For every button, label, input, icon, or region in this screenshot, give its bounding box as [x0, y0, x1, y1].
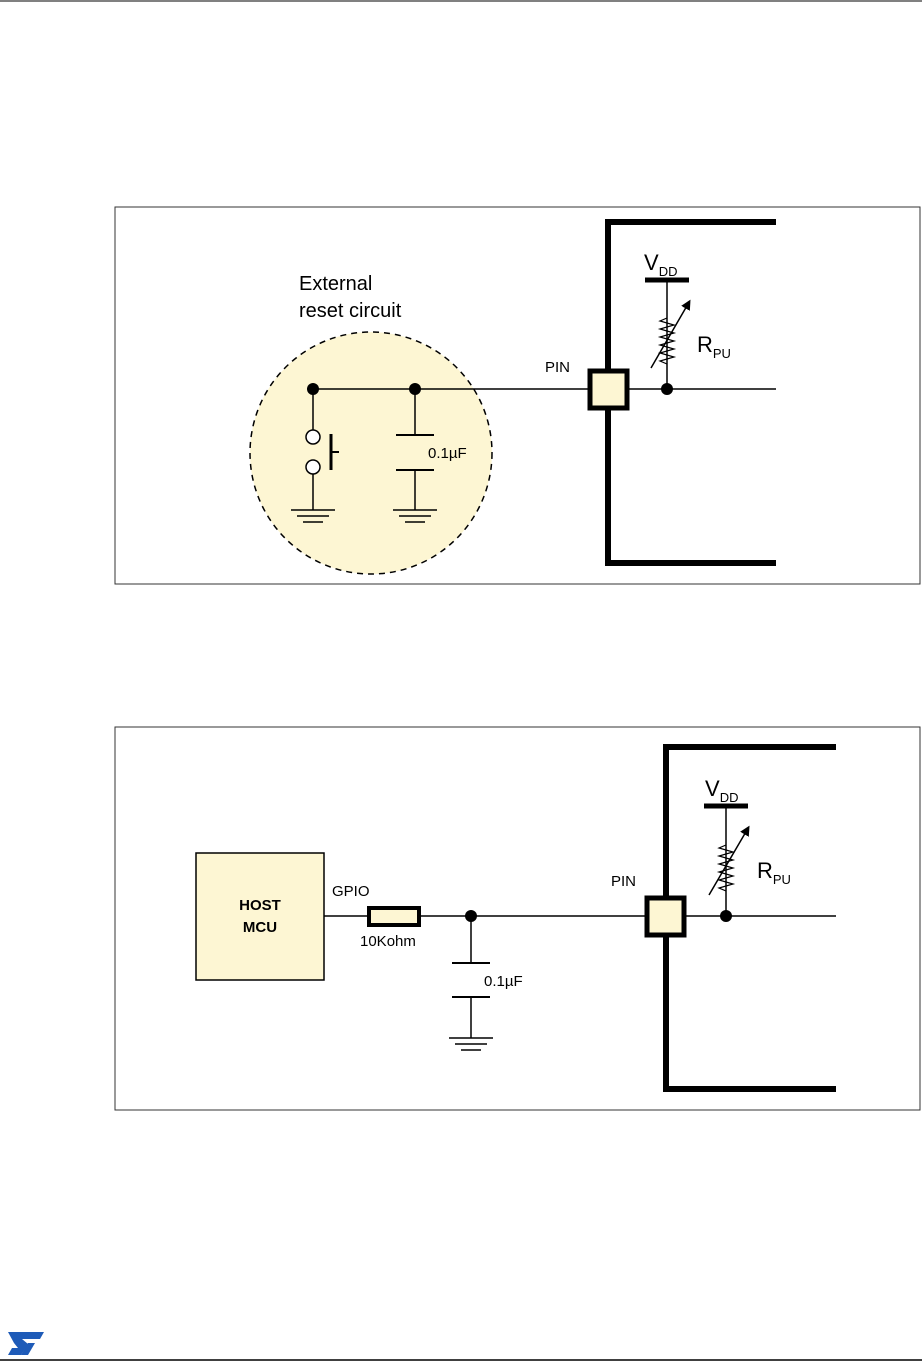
external-label: External [299, 273, 372, 295]
junction-dot [409, 383, 421, 395]
capacitor-label: 0.1µF [428, 445, 467, 462]
rpu-label: RPU [757, 858, 791, 887]
pin-pad [590, 371, 627, 408]
junction-dot [661, 383, 673, 395]
ground-icon [449, 1038, 493, 1050]
series-resistor [369, 908, 419, 925]
reset-circuit-label: reset circuit [299, 300, 402, 322]
pin-pad [647, 898, 684, 935]
figure-1-external-reset-circuit: 0.1µF External reset circuit PIN [115, 207, 920, 584]
pin-label: PIN [611, 873, 636, 890]
junction-dot [307, 383, 319, 395]
capacitor-label: 0.1µF [484, 973, 523, 990]
figure-2-host-mcu-reset: HOST MCU GPIO 10Kohm 0.1µF PIN [115, 727, 920, 1110]
st-logo-icon [8, 1332, 44, 1355]
junction-dot [465, 910, 477, 922]
host-mcu-box [196, 853, 324, 980]
junction-dot [720, 910, 732, 922]
host-mcu-label-line2: MCU [243, 919, 277, 936]
resistor-label: 10Kohm [360, 933, 416, 950]
vdd-label: VDD [705, 776, 738, 805]
device-boundary [666, 747, 836, 1089]
rpu-label: RPU [697, 332, 731, 361]
vdd-label: VDD [644, 250, 677, 279]
pin-label: PIN [545, 359, 570, 376]
figure-1-frame [115, 207, 920, 584]
device-boundary [608, 222, 776, 563]
gpio-label: GPIO [332, 883, 370, 900]
host-mcu-label-line1: HOST [239, 897, 281, 914]
